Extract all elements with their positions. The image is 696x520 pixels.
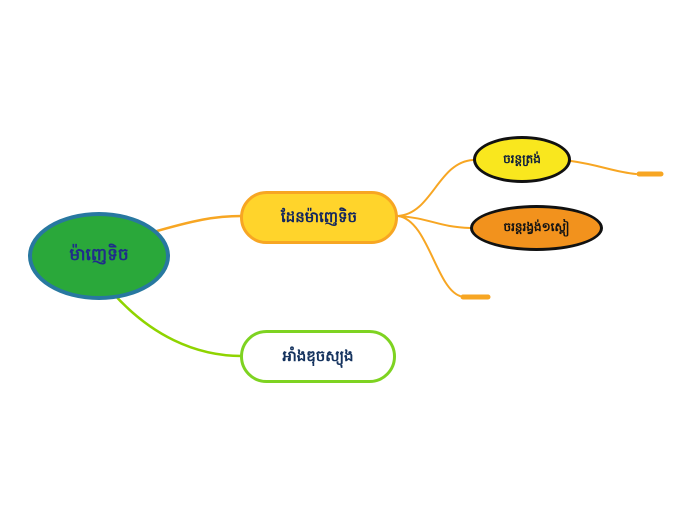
- root-topic-node[interactable]: ម៉ាញេទិច: [28, 212, 170, 300]
- subtopic-mid-label: ចរន្តរង្វង់១ស្ពៀ: [503, 220, 570, 235]
- main-topic-node[interactable]: ដែនម៉ាញេទិច: [240, 191, 398, 244]
- connector-main-to-child-top: [397, 159, 474, 217]
- root-topic-label: ម៉ាញេទិច: [69, 245, 129, 266]
- bottom-topic-label: អាំងឌុចស្យុង: [282, 346, 354, 365]
- subtopic-top-node[interactable]: ចរន្តត្រង់: [473, 136, 571, 183]
- main-topic-label: ដែនម៉ាញេទិច: [280, 207, 358, 226]
- connector-child-top-to-right-stub: [570, 160, 637, 175]
- connector-main-to-bottom-stub: [397, 215, 461, 297]
- connector-root-to-main-topic: [148, 214, 244, 235]
- subtopic-mid-node[interactable]: ចរន្តរង្វង់១ស្ពៀ: [470, 205, 603, 251]
- bottom-topic-node[interactable]: អាំងឌុចស្យុង: [240, 330, 396, 383]
- connector-root-to-bottom-topic: [110, 290, 244, 358]
- connector-main-to-child-mid: [397, 215, 471, 229]
- subtopic-top-label: ចរន្តត្រង់: [503, 151, 541, 166]
